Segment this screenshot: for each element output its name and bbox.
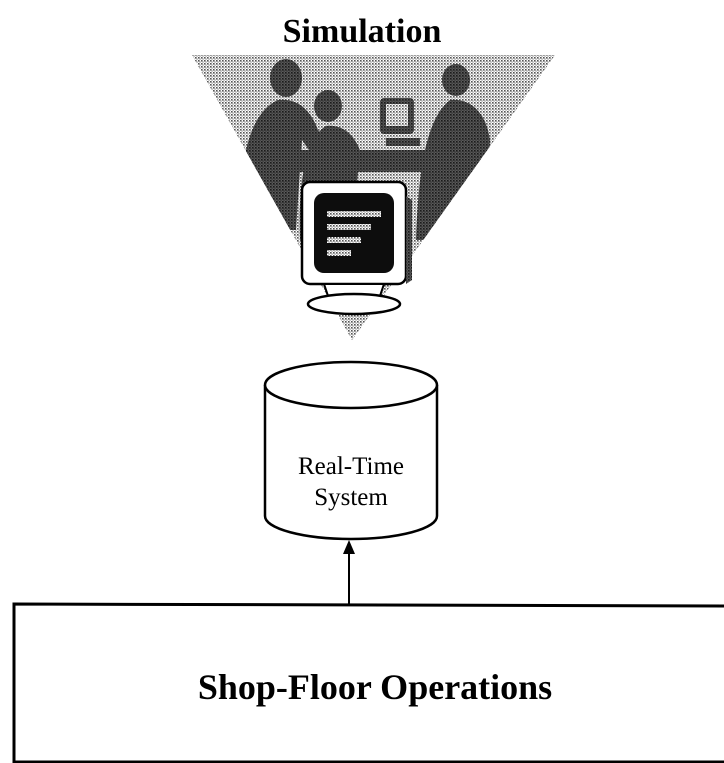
- shop-floor-operations-box: [12, 602, 724, 763]
- computer-monitor-icon: [300, 180, 412, 316]
- upward-arrow: [343, 540, 355, 604]
- database-label-line2: System: [314, 484, 388, 511]
- diagram-title: Simulation: [283, 13, 442, 50]
- database-label-line1: Real-Time: [298, 453, 404, 480]
- shop-floor-operations-label: Shop-Floor Operations: [198, 667, 552, 707]
- real-time-system-database: [263, 360, 439, 541]
